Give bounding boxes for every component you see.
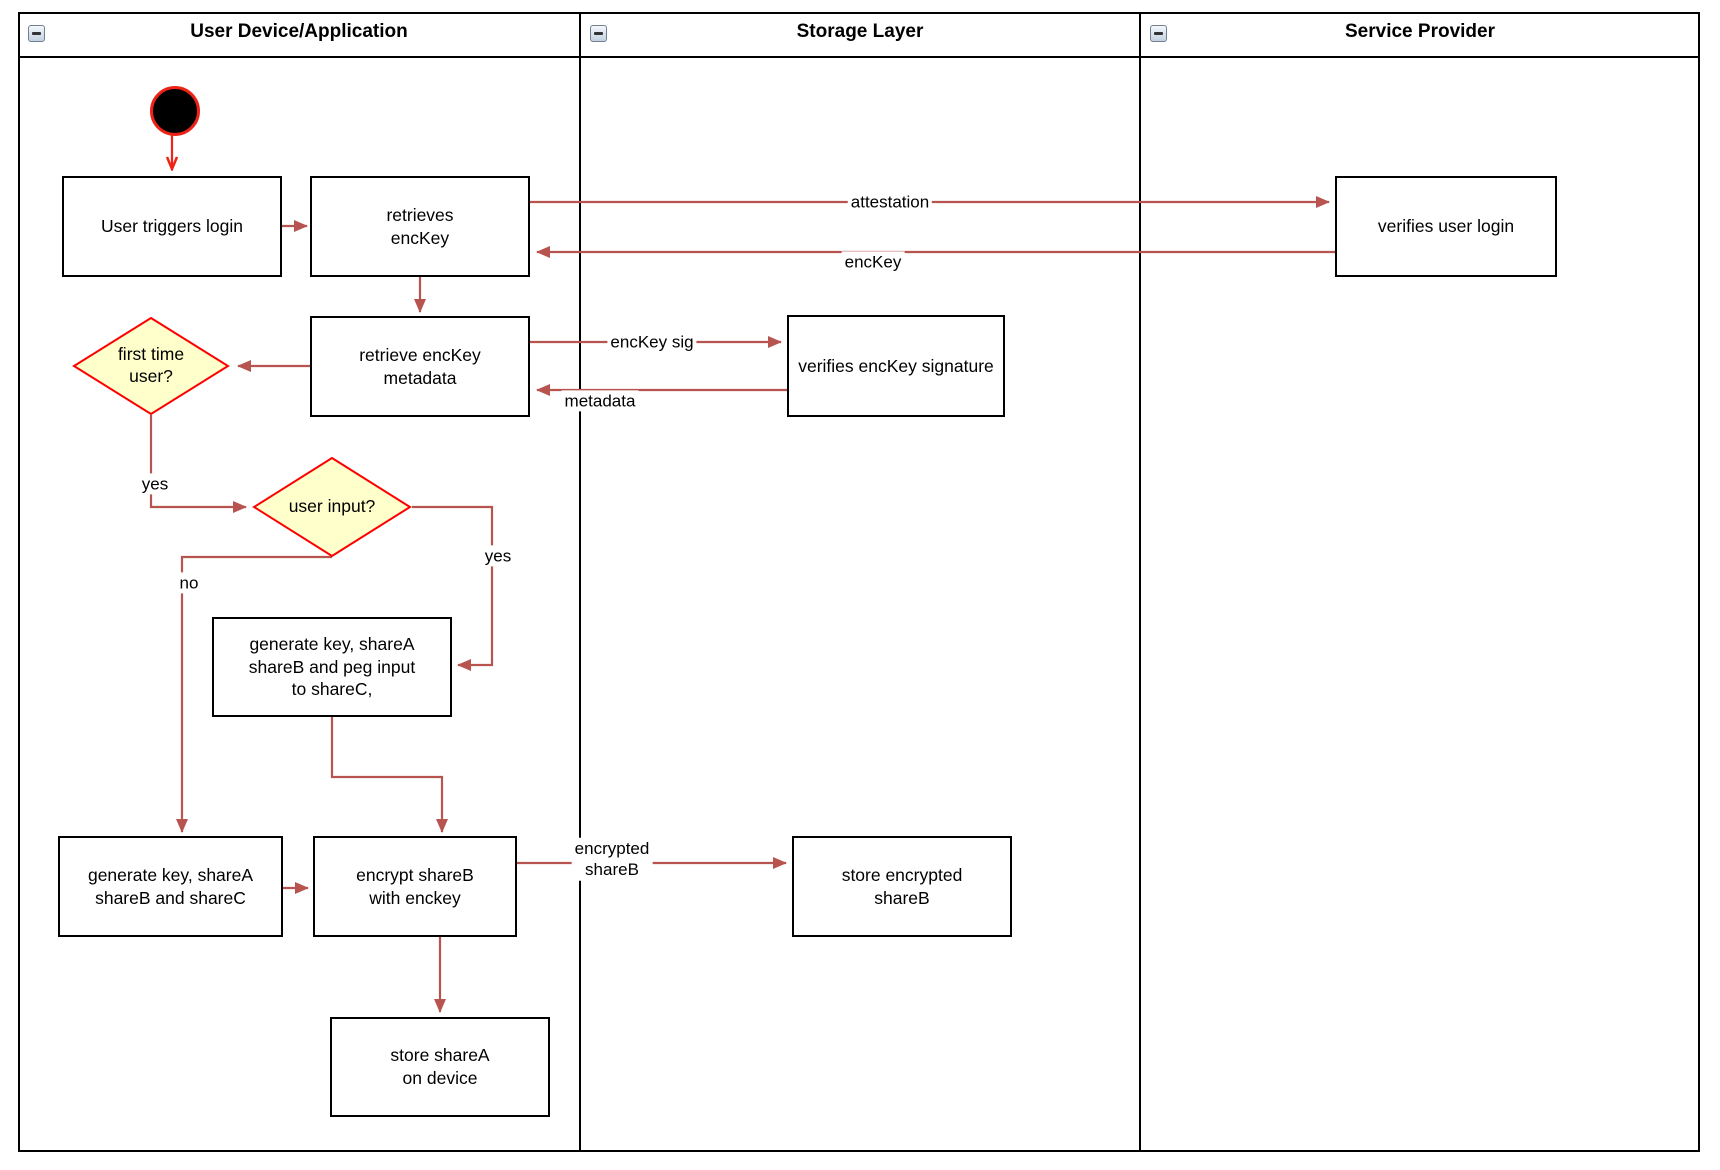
minus-icon (32, 32, 41, 35)
edge-label-encrypted-shareb: encrypted shareB (571, 837, 653, 881)
minus-icon (1154, 32, 1163, 35)
lane-divider-2 (1139, 12, 1141, 1152)
diamond-shape (252, 457, 412, 557)
decision-label: first time user? (117, 344, 185, 386)
diamond-shape (72, 317, 230, 415)
edge-firsttime-yes-to-userinput (149, 415, 247, 513)
edge-label-enckey: encKey (841, 251, 905, 273)
pool-header-underline (18, 56, 1700, 58)
start-node[interactable] (150, 86, 200, 136)
node-verifies-enckey-signature[interactable]: verifies encKey signature (787, 315, 1005, 417)
edge-label-attestation: attestation (847, 191, 933, 213)
node-encrypt-shareb[interactable]: encrypt shareB with enckey (313, 836, 517, 937)
lane-title-user-device: User Device/Application (190, 21, 408, 42)
minus-icon (594, 32, 603, 35)
lane-divider-1 (579, 12, 581, 1152)
edge-generatepeg-to-encrypt (330, 717, 448, 833)
edge-userinput-yes-to-generatepeg (412, 505, 494, 671)
node-generate-key-sharec[interactable]: generate key, shareA shareB and shareC (58, 836, 283, 937)
decision-first-time-user[interactable]: first time user? (72, 317, 230, 415)
lane-title-service-provider: Service Provider (1345, 21, 1495, 42)
collapse-icon[interactable] (28, 25, 45, 42)
node-verifies-user-login[interactable]: verifies user login (1335, 176, 1557, 277)
decision-user-input[interactable]: user input? (252, 457, 412, 557)
edge-userinput-no-to-generate (176, 555, 332, 833)
edge-label-metadata: metadata (561, 390, 639, 412)
node-retrieve-enckey-metadata[interactable]: retrieve encKey metadata (310, 316, 530, 417)
edge-label-yes-first: yes (138, 473, 172, 495)
node-store-sharea[interactable]: store shareA on device (330, 1017, 550, 1117)
node-retrieves-enckey[interactable]: retrieves encKey (310, 176, 530, 277)
node-user-triggers-login[interactable]: User triggers login (62, 176, 282, 277)
edge-label-enckey-sig: encKey sig (607, 331, 697, 353)
node-generate-key-peg-input[interactable]: generate key, shareA shareB and peg inpu… (212, 617, 452, 717)
edge-label-no: no (176, 572, 202, 594)
collapse-icon[interactable] (590, 25, 607, 42)
collapse-icon[interactable] (1150, 25, 1167, 42)
node-store-encrypted-shareb[interactable]: store encrypted shareB (792, 836, 1012, 937)
edge-label-yes-second: yes (481, 545, 515, 567)
lane-title-storage-layer: Storage Layer (796, 21, 924, 42)
decision-label: user input? (288, 496, 376, 517)
